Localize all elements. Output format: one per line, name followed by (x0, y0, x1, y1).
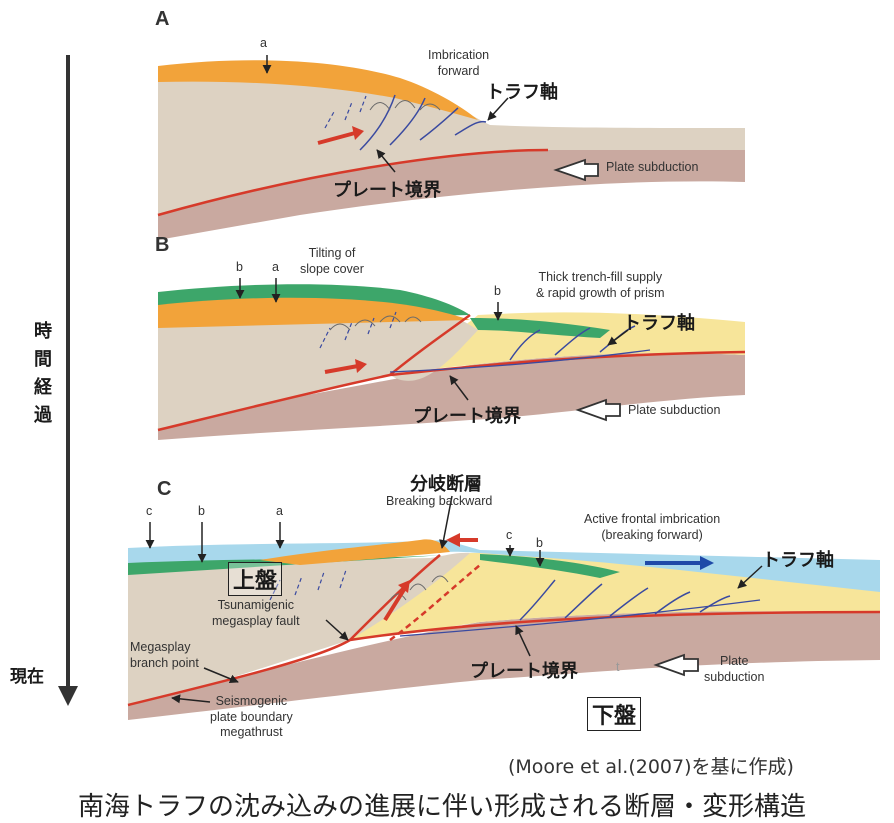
panel-a-cross-section (157, 55, 745, 240)
panel-b-plate-boundary-label: プレート境界 (413, 406, 521, 427)
splay-fault-label: 分岐断層 (410, 474, 482, 495)
panel-c-cross-section (127, 495, 881, 720)
panel-b-cross-section (157, 278, 746, 440)
panel-a-plate-subduction-label: Plate subduction (606, 160, 699, 174)
seismogenic-megathrust-label: Seismogenic plate boundary megathrust (210, 694, 293, 740)
panel-a-letter: A (155, 8, 170, 30)
active-frontal-imbrication-label: Active frontal imbrication (breaking for… (584, 512, 721, 542)
figure-caption: 南海トラフの沈み込みの進展に伴い形成される断層・変形構造 (78, 792, 807, 822)
thick-trench-fill-label: Thick trench-fill supply & rapid growth … (536, 270, 665, 300)
panel-b-plate-subduction-label: Plate subduction (628, 403, 721, 417)
upper-plate-label: 上盤 (228, 562, 283, 596)
panel-a-marker-a: a (260, 36, 267, 50)
tsunamigenic-megasplay-label: Tsunamigenic megasplay fault (212, 598, 300, 628)
panel-b-marker-b: b (236, 260, 243, 274)
present-label: 現在 (10, 667, 44, 687)
panel-c-tick-mark: t (616, 660, 620, 674)
panel-c-trough-axis-label: トラフ軸 (762, 550, 834, 571)
panel-b-marker-a: a (272, 260, 279, 274)
panel-c-marker-b: b (198, 504, 205, 518)
imbrication-forward-label: Imbrication forward (428, 48, 490, 78)
panel-b-letter: B (155, 234, 170, 256)
panel-c-marker-c: c (146, 504, 153, 518)
panel-c-marker-b2: b (536, 536, 543, 550)
lower-plate-label: 下盤 (587, 697, 642, 731)
panel-c-plate-subduction-label: Plate subduction (704, 654, 765, 684)
breaking-backward-label: Breaking backward (386, 494, 493, 508)
megasplay-branch-point-label: Megasplay branch point (130, 640, 199, 670)
citation: (Moore et al.(2007)を基に作成) (508, 756, 794, 778)
panel-b-trough-axis-label: トラフ軸 (623, 313, 695, 334)
time-elapsed-label: 時間経過 (34, 321, 52, 426)
panel-c-plate-boundary-label: プレート境界 (470, 661, 578, 682)
time-arrow (58, 55, 78, 706)
panel-c-letter: C (157, 478, 172, 500)
panel-c-marker-a: a (276, 504, 283, 518)
panel-c-marker-c2: c (506, 528, 513, 542)
tilting-slope-cover-label: Tilting of slope cover (300, 246, 364, 276)
panel-a-plate-boundary-label: プレート境界 (333, 180, 441, 201)
panel-b-marker-b2: b (494, 284, 501, 298)
panel-a-trough-axis-label: トラフ軸 (486, 82, 558, 103)
